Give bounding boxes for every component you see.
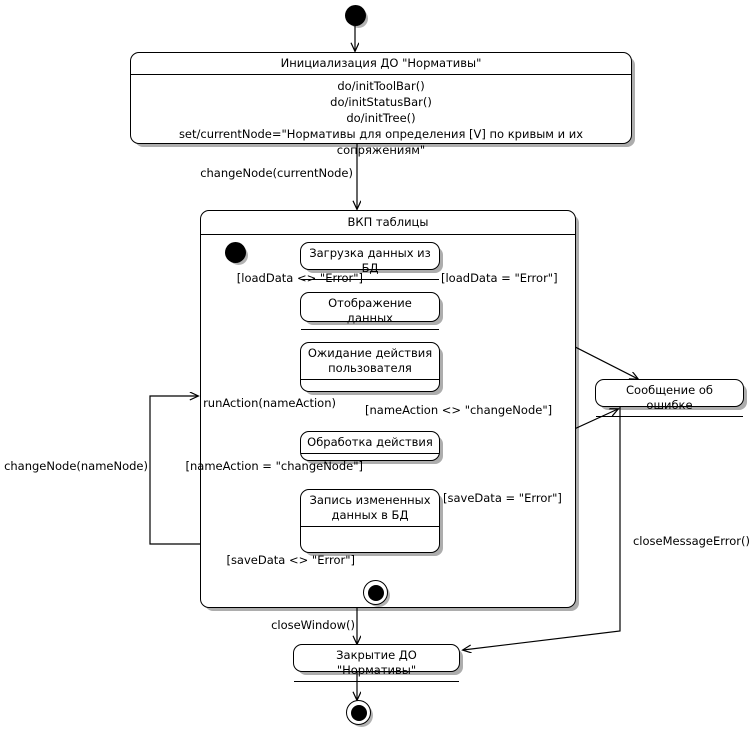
state-load-data[interactable]: Загрузка данных из БД (300, 242, 440, 280)
transition-label-nameAction-not-changeNode: [nameAction <> "changeNode"] (365, 403, 553, 417)
transition-label-runAction: runAction(nameAction) (203, 396, 336, 410)
state-initialization-divider (131, 74, 631, 75)
transition-label-saveData-error: [saveData = "Error"] (443, 491, 562, 505)
composite-state-table-title: ВКП таблицы (201, 211, 575, 235)
final-state-end (346, 700, 371, 725)
state-close-document-compartment (294, 682, 459, 689)
state-process-action-divider (301, 453, 439, 454)
state-show-data-compartment (301, 330, 439, 337)
transition-label-changeNode-nameNode: changeNode(nameNode) (4, 459, 148, 473)
state-error-message-divider (596, 416, 743, 417)
state-error-message-title: Сообщение об ошибке (626, 383, 713, 412)
state-load-data-title: Загрузка данных из БД (309, 246, 431, 275)
state-process-action[interactable]: Обработка действия (300, 431, 440, 461)
initial-state-start (345, 5, 366, 26)
state-initialization-actions: do/initToolBar() do/initStatusBar() do/i… (178, 79, 584, 157)
state-close-document-title: Закрытие ДО "Нормативы" (336, 648, 417, 677)
state-save-data-title: Запись измененных данных в БД (309, 493, 431, 522)
state-load-data-divider (301, 279, 439, 280)
state-wait-user-action[interactable]: Ожидание действия пользователя (300, 342, 440, 392)
final-state-end-dot (350, 704, 367, 721)
state-save-data[interactable]: Запись измененных данных в БД (300, 489, 440, 553)
state-wait-user-action-title: Ожидание действия пользователя (307, 346, 433, 375)
state-close-document[interactable]: Закрытие ДО "Нормативы" (293, 644, 460, 682)
state-initialization[interactable]: Инициализация ДО "Нормативы" do/initTool… (130, 52, 632, 157)
state-save-data-divider (301, 526, 439, 527)
state-process-action-title: Обработка действия (307, 435, 433, 449)
transition-label-changeNode-currentNode: changeNode(currentNode) (200, 166, 353, 180)
state-close-document-divider (294, 681, 459, 682)
state-error-message[interactable]: Сообщение об ошибке (595, 379, 744, 417)
state-error-message-compartment (596, 417, 743, 424)
transition-label-saveData-not-error: [saveData <> "Error"] (226, 553, 355, 567)
final-state-inner (363, 580, 388, 605)
transition-label-closeWindow: closeWindow() (271, 618, 355, 632)
transition-label-closeMessageError: closeMessageError() (632, 534, 750, 548)
state-show-data[interactable]: Отображение данных (300, 292, 440, 330)
transition-label-loadData-not-error: [loadData <> "Error"] (236, 271, 363, 285)
state-wait-user-action-compartment (301, 380, 439, 387)
state-show-data-title: Отображение данных (328, 296, 412, 325)
edge-error-to-close (463, 406, 621, 650)
transition-label-loadData-error: [loadData = "Error"] (441, 271, 558, 285)
state-initialization-title: Инициализация ДО "Нормативы" (280, 56, 482, 70)
transition-label-nameAction-changeNode: [nameAction = "changeNode"] (185, 459, 363, 473)
final-state-inner-dot (367, 584, 384, 601)
state-show-data-divider (301, 329, 439, 330)
initial-state-inner (225, 242, 246, 263)
state-save-data-compartment (301, 527, 439, 549)
state-wait-user-action-divider (301, 379, 439, 380)
